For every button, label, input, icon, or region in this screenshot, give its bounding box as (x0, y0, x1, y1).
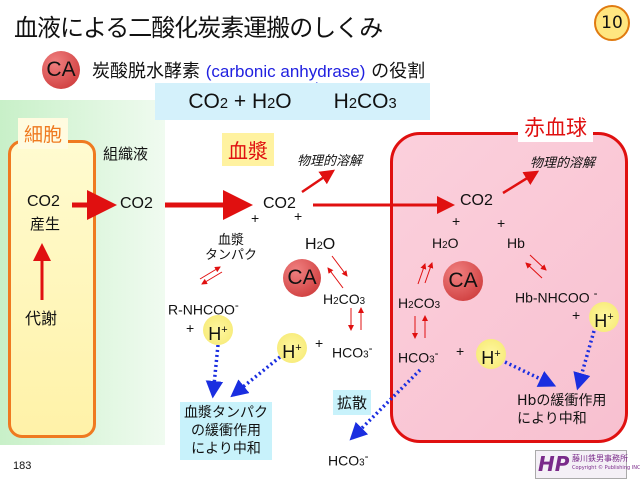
cell-label: 細胞 (18, 118, 69, 149)
plasma-protein: 血漿タンパク (205, 233, 257, 263)
plus: + (497, 215, 506, 231)
slide-number-badge: 10 (594, 5, 630, 41)
plasma-h-ion-1: H+ (203, 315, 233, 345)
plasma-h2co3: H2CO3 (323, 291, 366, 307)
cell-produce: 産生 (30, 215, 61, 233)
subtitle: 炭酸脱水酵素 (carbonic anhydrase) の役割 (92, 57, 425, 83)
rbc-hbnhcoo: Hb-NHCOO - (515, 287, 597, 306)
note-line: の緩衝作用 (191, 423, 261, 439)
diffusion-label: 拡散 (333, 390, 372, 415)
plus: + (251, 210, 260, 226)
plasma-dissolve-arrow (301, 169, 336, 194)
hb-buffer-note: Hbの緩衝作用により中和 (517, 392, 606, 428)
note-line: により中和 (191, 441, 261, 457)
plasma-protein-line1: 血漿 (218, 233, 245, 248)
cell-co2: CO2 (27, 193, 60, 210)
rbc-label: 赤血球 (518, 112, 593, 142)
plus: + (294, 208, 303, 224)
equation-right: H2CO3 (333, 90, 397, 113)
logo-text: 藤川鉄男事務所 (572, 454, 628, 463)
plus: + (315, 335, 324, 351)
plasma-hco3: HCO3- (332, 342, 373, 361)
equation-left: CO2 + H2O (188, 90, 292, 113)
rbc-co2: CO2 (460, 192, 493, 209)
diffusion-arrow (349, 368, 422, 441)
cell-metabolism: 代謝 (25, 309, 58, 328)
tissue-fluid-label: 組織液 (103, 145, 149, 163)
logo-copyright: Copyright © Publishing INC (572, 465, 640, 471)
hbnhcoo-text: Hb-NHCOO (515, 289, 590, 306)
plasma-dissolve: 物理的溶解 (297, 154, 363, 169)
logo-mark: HP (538, 452, 570, 476)
plasma-protein-line2: タンパク (205, 248, 258, 263)
plasma-label: 血漿 (222, 133, 274, 166)
rbc-h-ion-2: H+ (476, 339, 506, 369)
plus: + (572, 307, 581, 323)
plasma-buffer-note: 血漿タンパクの緩衝作用により中和 (180, 402, 272, 460)
plasma-h-ion-2: H+ (277, 333, 307, 363)
plasma-co2: CO2 (263, 195, 296, 212)
tissue-co2: CO2 (120, 195, 153, 212)
h-to-protein-arrow-2 (230, 355, 282, 398)
h-to-hb-arrow-1 (504, 360, 557, 387)
enzyme-name-en: (carbonic anhydrase) (205, 62, 366, 81)
subtitle-suffix: の役割 (371, 61, 426, 82)
plus: + (456, 343, 465, 359)
cell-box (8, 140, 96, 438)
ca-enzyme-icon: CA (42, 51, 80, 89)
minus-sign: - (593, 287, 598, 300)
note-line: により中和 (517, 411, 587, 427)
plasma-ca-icon: CA (283, 259, 321, 297)
publisher-logo: HP 藤川鉄男事務所 Copyright © Publishing INC (535, 450, 640, 479)
rbc-hco3: HCO3- (398, 347, 439, 366)
rbc-dissolve-arrow (502, 170, 540, 195)
minus-sign: - (234, 299, 239, 312)
note-line: 血漿タンパク (184, 405, 268, 421)
equation-box: CO2 + H2O H2CO3 (155, 83, 430, 120)
h-to-hb-arrow-2 (573, 330, 596, 391)
rbc-h2co3: H2CO3 (398, 295, 441, 311)
page-title: 血液による二酸化炭素運搬のしくみ (14, 14, 383, 42)
h-to-protein-arrow-1 (205, 344, 224, 399)
red-blood-cell-box (390, 132, 628, 443)
rnhcoo-text: R-NHCOO (168, 301, 235, 318)
enzyme-name-jp: 炭酸脱水酵素 (92, 61, 200, 82)
diffused-hco3: HCO3- (328, 450, 369, 469)
plus: + (186, 320, 195, 336)
plasma-h2o: H2O (305, 236, 336, 253)
plasma-rnhcoo: R-NHCOO- (168, 299, 239, 318)
note-line: Hbの緩衝作用 (517, 393, 607, 409)
page-number: 183 (13, 460, 32, 472)
plus: + (452, 213, 461, 229)
rbc-h-ion-1: H+ (589, 302, 619, 332)
rbc-h2o: H2O (432, 235, 459, 251)
rbc-ca-icon: CA (443, 261, 483, 301)
rbc-hb: Hb (507, 235, 525, 251)
rbc-dissolve: 物理的溶解 (530, 156, 596, 171)
